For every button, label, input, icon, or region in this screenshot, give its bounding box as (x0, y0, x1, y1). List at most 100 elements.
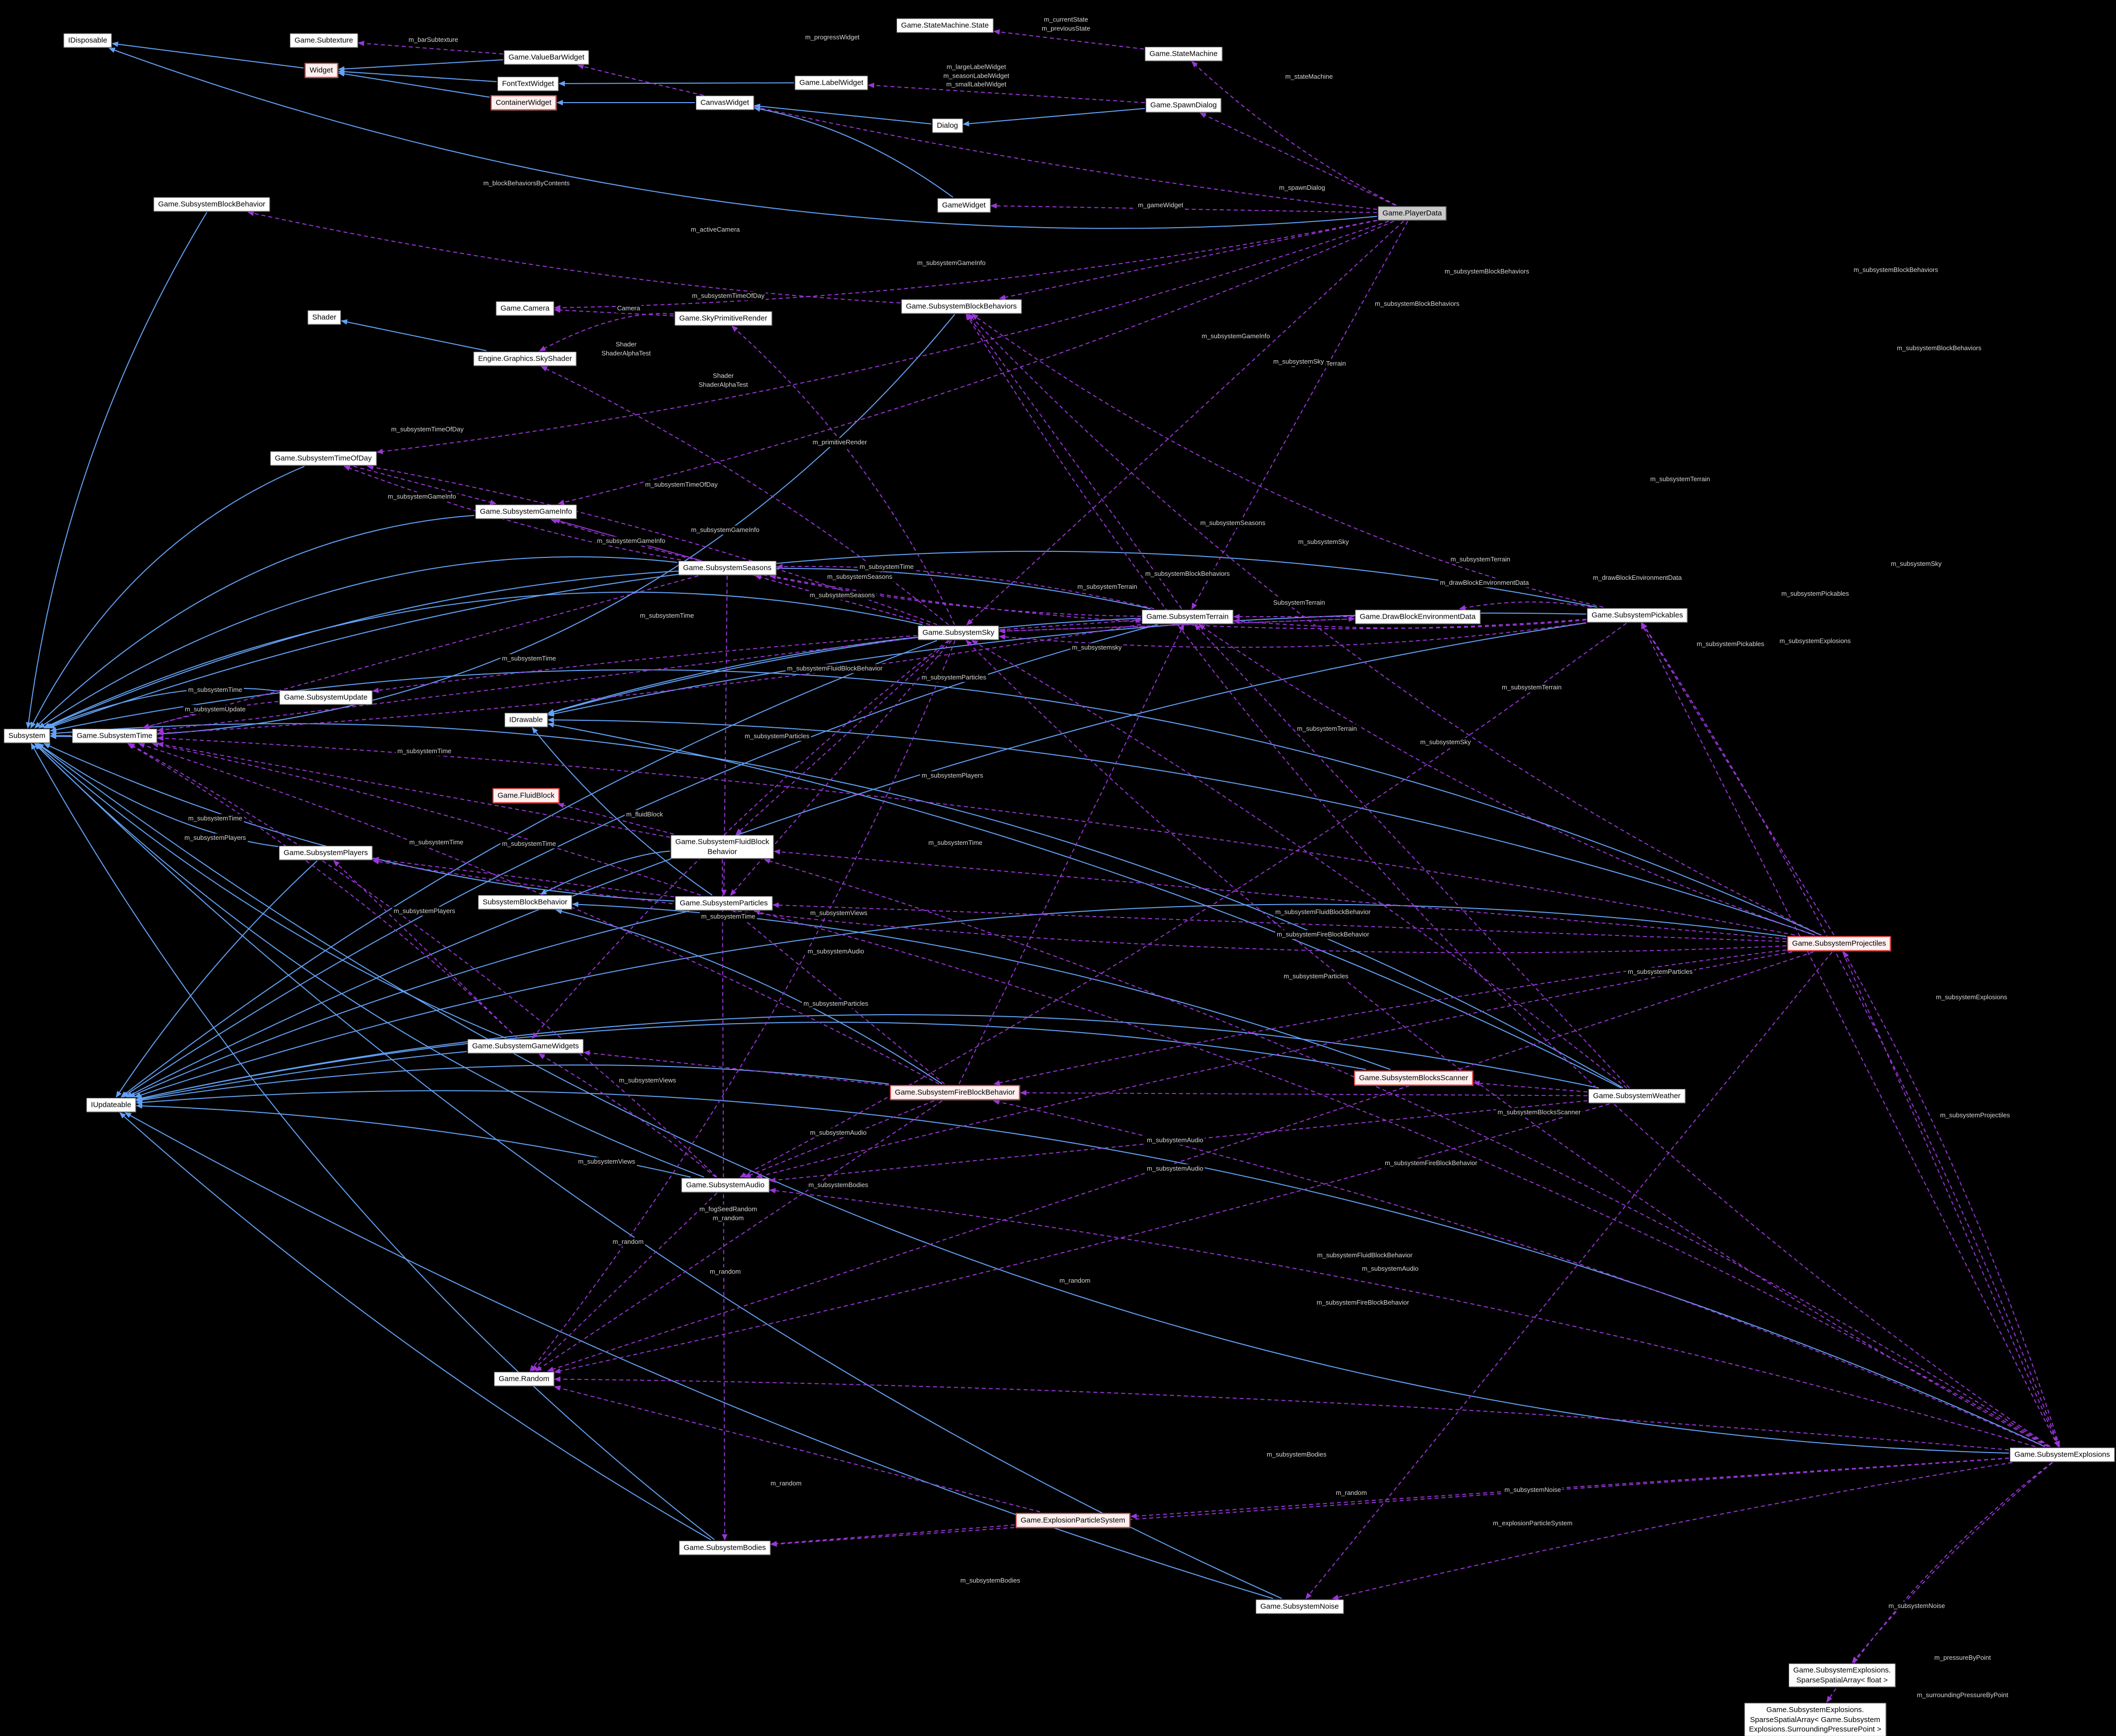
class-node-game-spawndialog[interactable]: Game.SpawnDialog (1146, 98, 1221, 112)
class-node-game-subsystemexplosions[interactable]: Game.SubsystemExplosions (2010, 1448, 2115, 1462)
class-node-game-subsystemtimeofday[interactable]: Game.SubsystemTimeOfDay (270, 451, 377, 465)
class-node-game-playerdata[interactable]: Game.PlayerData (1378, 206, 1447, 220)
usage-edge (353, 466, 497, 505)
usage-edge (993, 1099, 2045, 1447)
class-node-game-subsystemseasons[interactable]: Game.SubsystemSeasons (678, 561, 776, 575)
class-node-dialog[interactable]: Dialog (932, 119, 963, 133)
class-node-game-subsystemaudio[interactable]: Game.SubsystemAudio (681, 1178, 769, 1192)
class-node-widget[interactable]: Widget (304, 63, 338, 78)
class-node-game-fluidblock[interactable]: Game.FluidBlock (492, 788, 560, 803)
class-node-fonttextwidget[interactable]: FontTextWidget (497, 77, 559, 91)
class-node-shader[interactable]: Shader (307, 310, 341, 324)
usage-edge (990, 203, 1377, 213)
usage-edge (538, 1053, 716, 1178)
inheritance-edge (116, 860, 318, 1098)
class-node-game-labelwidget[interactable]: Game.LabelWidget (794, 76, 868, 90)
usage-edge (1191, 221, 1408, 610)
class-node-subsystem[interactable]: Subsystem (3, 729, 50, 743)
class-node-game-subsystemblockbehavior[interactable]: Game.SubsystemBlockBehavior (153, 197, 270, 211)
class-node-game-subsystembodies[interactable]: Game.SubsystemBodies (679, 1541, 771, 1555)
class-node-game-subsystemtime[interactable]: Game.SubsystemTime (72, 729, 157, 743)
usage-edge (138, 743, 939, 1084)
inheritance-edge (30, 743, 715, 1540)
class-node-game-subsystemexplosions-sparsespatialarray-game-subsystem-explosions-surroundingpressurepoint[interactable]: Game.SubsystemExplosions. SparseSpatialA… (1744, 1703, 1886, 1736)
inheritance-edge (572, 902, 1391, 1070)
class-node-game-subsystemblocksscanner[interactable]: Game.SubsystemBlocksScanner (1354, 1070, 1473, 1085)
class-node-game-subsystemweather[interactable]: Game.SubsystemWeather (1588, 1089, 1685, 1103)
inheritance-edge (119, 1112, 711, 1540)
usage-edge (1198, 624, 1815, 935)
usage-edge (999, 622, 1587, 648)
inheritance-edge (125, 1112, 1273, 1599)
class-node-game-skyprimitiverender[interactable]: Game.SkyPrimitiveRender (674, 311, 772, 325)
inheritance-edge (547, 722, 1621, 1088)
usage-edge (554, 1103, 1610, 1374)
class-node-idisposable[interactable]: IDisposable (63, 33, 112, 47)
class-node-game-random[interactable]: Game.Random (494, 1372, 554, 1386)
inheritance-edge (338, 69, 497, 82)
class-node-game-subsystempickables[interactable]: Game.SubsystemPickables (1587, 608, 1688, 622)
usage-edge (971, 640, 1627, 1088)
inheritance-edge (555, 909, 942, 1084)
usage-edge (1473, 1080, 1588, 1092)
inheritance-edge (135, 1014, 1599, 1101)
usage-edge (753, 910, 2049, 1447)
usage-edge (333, 860, 518, 1039)
inheritance-edge (540, 850, 670, 895)
usage-edge (739, 623, 1627, 1178)
usage-edge (971, 313, 1603, 608)
class-node-game-statemachine-state[interactable]: Game.StateMachine.State (897, 18, 993, 32)
class-node-game-valuebarwidget[interactable]: Game.ValueBarWidget (504, 50, 589, 64)
inheritance-edge (36, 743, 2009, 1454)
class-node-subsystemblockbehavior[interactable]: SubsystemBlockBehavior (478, 895, 572, 909)
class-node-game-subsystemparticles[interactable]: Game.SubsystemParticles (675, 896, 773, 910)
class-node-game-subsystemblockbehaviors[interactable]: Game.SubsystemBlockBehaviors (901, 299, 1022, 313)
class-node-game-drawblockenvironmentdata[interactable]: Game.DrawBlockEnvironmentData (1355, 610, 1480, 624)
usage-edge (531, 1193, 718, 1372)
class-node-game-subsystemprojectiles[interactable]: Game.SubsystemProjectiles (1787, 936, 1891, 951)
class-node-game-subsystemfireblockbehavior[interactable]: Game.SubsystemFireBlockBehavior (890, 1085, 1020, 1100)
inheritance-edge (754, 103, 931, 125)
usage-edge (965, 313, 2051, 1447)
class-node-game-subsystemgameinfo[interactable]: Game.SubsystemGameInfo (475, 505, 577, 519)
class-node-engine-graphics-skyshader[interactable]: Engine.Graphics.SkyShader (473, 352, 577, 366)
usage-edge (554, 1376, 2009, 1451)
class-node-game-subtexture[interactable]: Game.Subtexture (290, 33, 358, 47)
class-node-game-explosionparticlesystem[interactable]: Game.ExplosionParticleSystem (1015, 1513, 1131, 1528)
class-node-game-subsystemgamewidgets[interactable]: Game.SubsystemGameWidgets (467, 1039, 584, 1053)
class-node-iupdateable[interactable]: IUpdateable (86, 1098, 136, 1112)
usage-edge (1020, 1090, 1588, 1096)
usage-edge (744, 1100, 934, 1178)
usage-edge (247, 210, 901, 304)
class-node-game-subsystemnoise[interactable]: Game.SubsystemNoise (1256, 1600, 1343, 1613)
class-node-idrawable[interactable]: IDrawable (505, 713, 547, 727)
usage-edge (968, 313, 1822, 935)
usage-edge (770, 1524, 1015, 1547)
class-node-game-camera[interactable]: Game.Camera (496, 301, 554, 315)
usage-edge (730, 640, 952, 896)
inheritance-edge (35, 743, 507, 1039)
usage-edge (993, 29, 1144, 50)
inheritance-edge (25, 212, 208, 729)
class-node-game-subsystemfluidblock-behavior[interactable]: Game.SubsystemFluidBlock Behavior (670, 835, 774, 859)
usage-edge (1194, 624, 1630, 1088)
class-node-game-subsystemsky[interactable]: Game.SubsystemSky (918, 626, 999, 640)
class-node-game-subsystemterrain[interactable]: Game.SubsystemTerrain (1142, 610, 1233, 624)
class-node-game-subsystemplayers[interactable]: Game.SubsystemPlayers (279, 846, 373, 860)
usage-edge (157, 742, 670, 838)
inheritance-edge (50, 314, 955, 739)
inheritance-edge (754, 106, 953, 198)
usage-edge (151, 742, 701, 896)
usage-edge (966, 313, 1183, 609)
class-node-game-subsystemexplosions-sparsespatialarray-float[interactable]: Game.SubsystemExplosions. SparseSpatialA… (1789, 1663, 1895, 1687)
class-node-containerwidget[interactable]: ContainerWidget (491, 95, 556, 110)
usage-edge (529, 640, 956, 1372)
class-node-game-statemachine[interactable]: Game.StateMachine (1145, 47, 1222, 61)
class-node-canvaswidget[interactable]: CanvasWidget (696, 96, 754, 110)
class-node-game-subsystemupdate[interactable]: Game.SubsystemUpdate (279, 690, 372, 704)
usage-edge (1843, 951, 2060, 1447)
class-node-gamewidget[interactable]: GameWidget (937, 198, 990, 212)
inheritance-edge (135, 1090, 2045, 1447)
